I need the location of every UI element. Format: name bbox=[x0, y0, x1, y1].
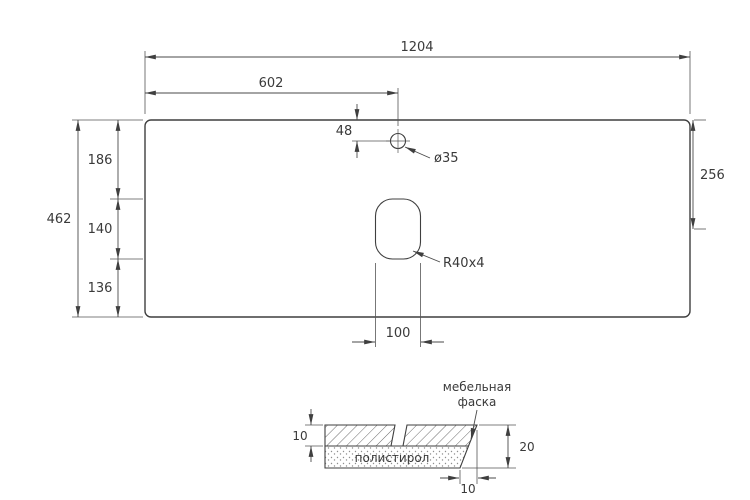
dim-seg-bottom-label: 136 bbox=[88, 281, 113, 296]
dim-total-thickness-label: 20 bbox=[519, 440, 534, 454]
dim-width: 1204 bbox=[145, 40, 690, 60]
dim-total-thickness: 20 bbox=[505, 425, 535, 468]
sink-cutout bbox=[374, 198, 422, 260]
dim-right: 256 bbox=[690, 119, 725, 229]
polystyrene-layer bbox=[324, 445, 470, 469]
dim-chamfer-width-label: 10 bbox=[460, 482, 475, 496]
dim-chamfer-width: 10 bbox=[440, 475, 496, 496]
chamfer-label-line2: фаска bbox=[458, 395, 497, 409]
chamfer-label-line1: мебельная bbox=[443, 380, 511, 394]
polystyrene-label: полистирол bbox=[355, 451, 430, 465]
dim-overall-height-label: 462 bbox=[47, 212, 72, 227]
dim-sink-width-label: 100 bbox=[386, 326, 411, 341]
hole-diameter-callout: ø35 bbox=[404, 146, 459, 166]
countertop-outline bbox=[144, 119, 691, 318]
dim-hole-offset: 48 bbox=[336, 104, 360, 158]
dim-top-layer: 10 bbox=[292, 409, 314, 462]
dim-top-layer-label: 10 bbox=[292, 429, 307, 443]
dim-sink-width: 100 bbox=[352, 326, 444, 345]
section-view: полистирол 10 20 10 мебе bbox=[292, 380, 534, 496]
dim-overall-height: 462 bbox=[47, 119, 81, 317]
plan-view: 1204 602 48 ø35 186 140 136 bbox=[47, 40, 725, 347]
section-extension-lines bbox=[305, 424, 516, 484]
sink-radius-label: R40x4 bbox=[443, 256, 485, 271]
hole-diameter-label: ø35 bbox=[434, 151, 459, 166]
chamfer-callout: мебельная фаска bbox=[443, 380, 511, 440]
dim-hole-offset-label: 48 bbox=[336, 124, 353, 139]
extension-lines bbox=[72, 51, 706, 347]
dim-right-label: 256 bbox=[700, 168, 725, 183]
dim-half-width-label: 602 bbox=[259, 76, 284, 91]
dim-sink-height-label: 140 bbox=[88, 222, 113, 237]
dim-seg-top-label: 186 bbox=[88, 153, 113, 168]
dim-left-column: 186 140 136 bbox=[88, 119, 121, 317]
dim-width-label: 1204 bbox=[400, 40, 433, 55]
board-piece-right bbox=[402, 424, 478, 447]
board-piece-left bbox=[324, 424, 396, 447]
sink-radius-callout: R40x4 bbox=[412, 250, 485, 271]
dim-half-width: 602 bbox=[145, 76, 398, 96]
